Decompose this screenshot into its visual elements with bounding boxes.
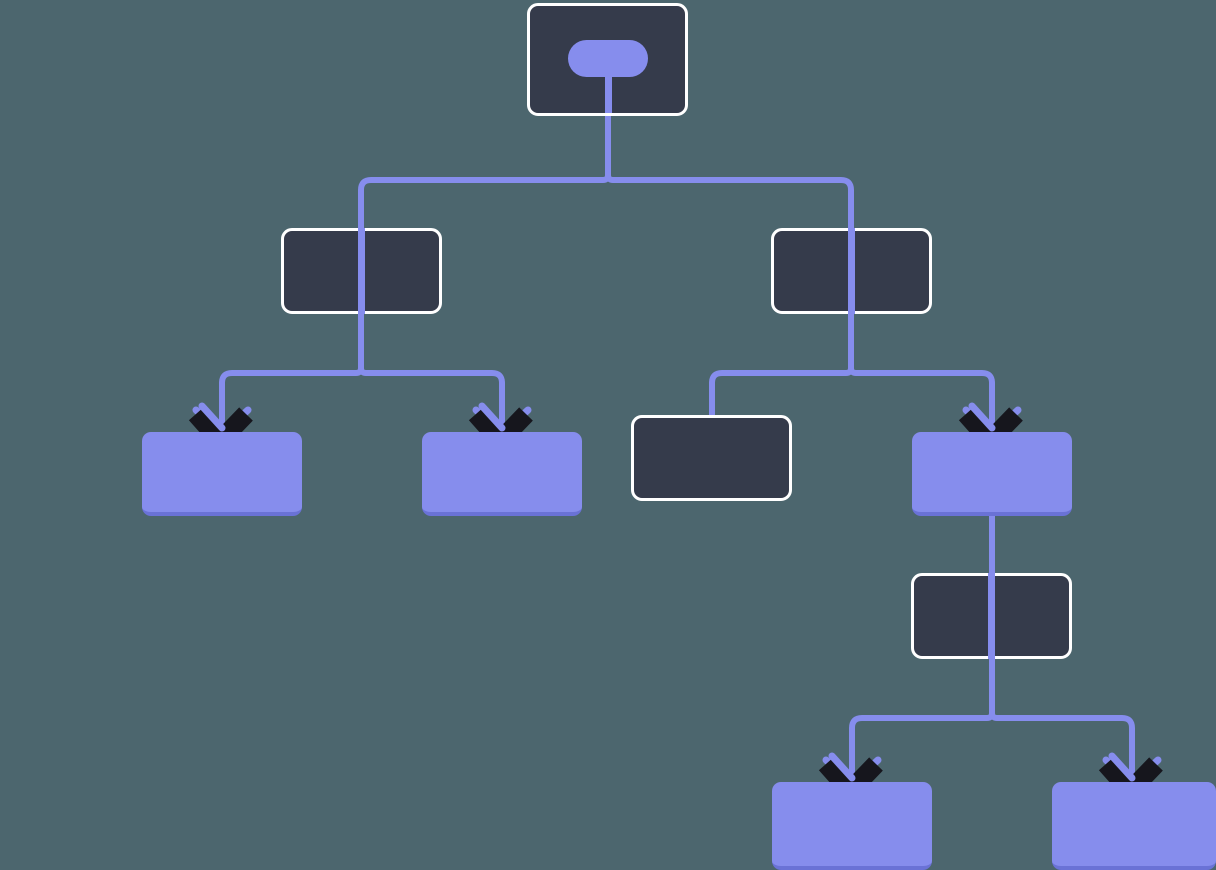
tree-node-n4[interactable] <box>422 432 582 516</box>
edge-n7-n9 <box>989 659 1135 782</box>
tree-node-n9[interactable] <box>1052 782 1216 870</box>
tree-node-n3[interactable] <box>142 432 302 516</box>
edge-n1-n3 <box>219 314 364 432</box>
edge-n1-n4 <box>358 314 505 432</box>
edge-n2-n6 <box>848 314 995 432</box>
root-node-pill-badge <box>568 40 648 77</box>
connector-pass-through-n2 <box>848 228 855 314</box>
edge-n2-n5 <box>709 314 854 415</box>
root-node-stem <box>605 77 612 113</box>
tree-node-n6[interactable] <box>912 432 1072 516</box>
connector-pass-through-n1 <box>358 228 365 314</box>
connector-pass-through-n7 <box>988 573 995 659</box>
tree-node-n5[interactable] <box>631 415 792 501</box>
edge-n7-n8 <box>849 659 995 782</box>
tree-node-n8[interactable] <box>772 782 932 870</box>
